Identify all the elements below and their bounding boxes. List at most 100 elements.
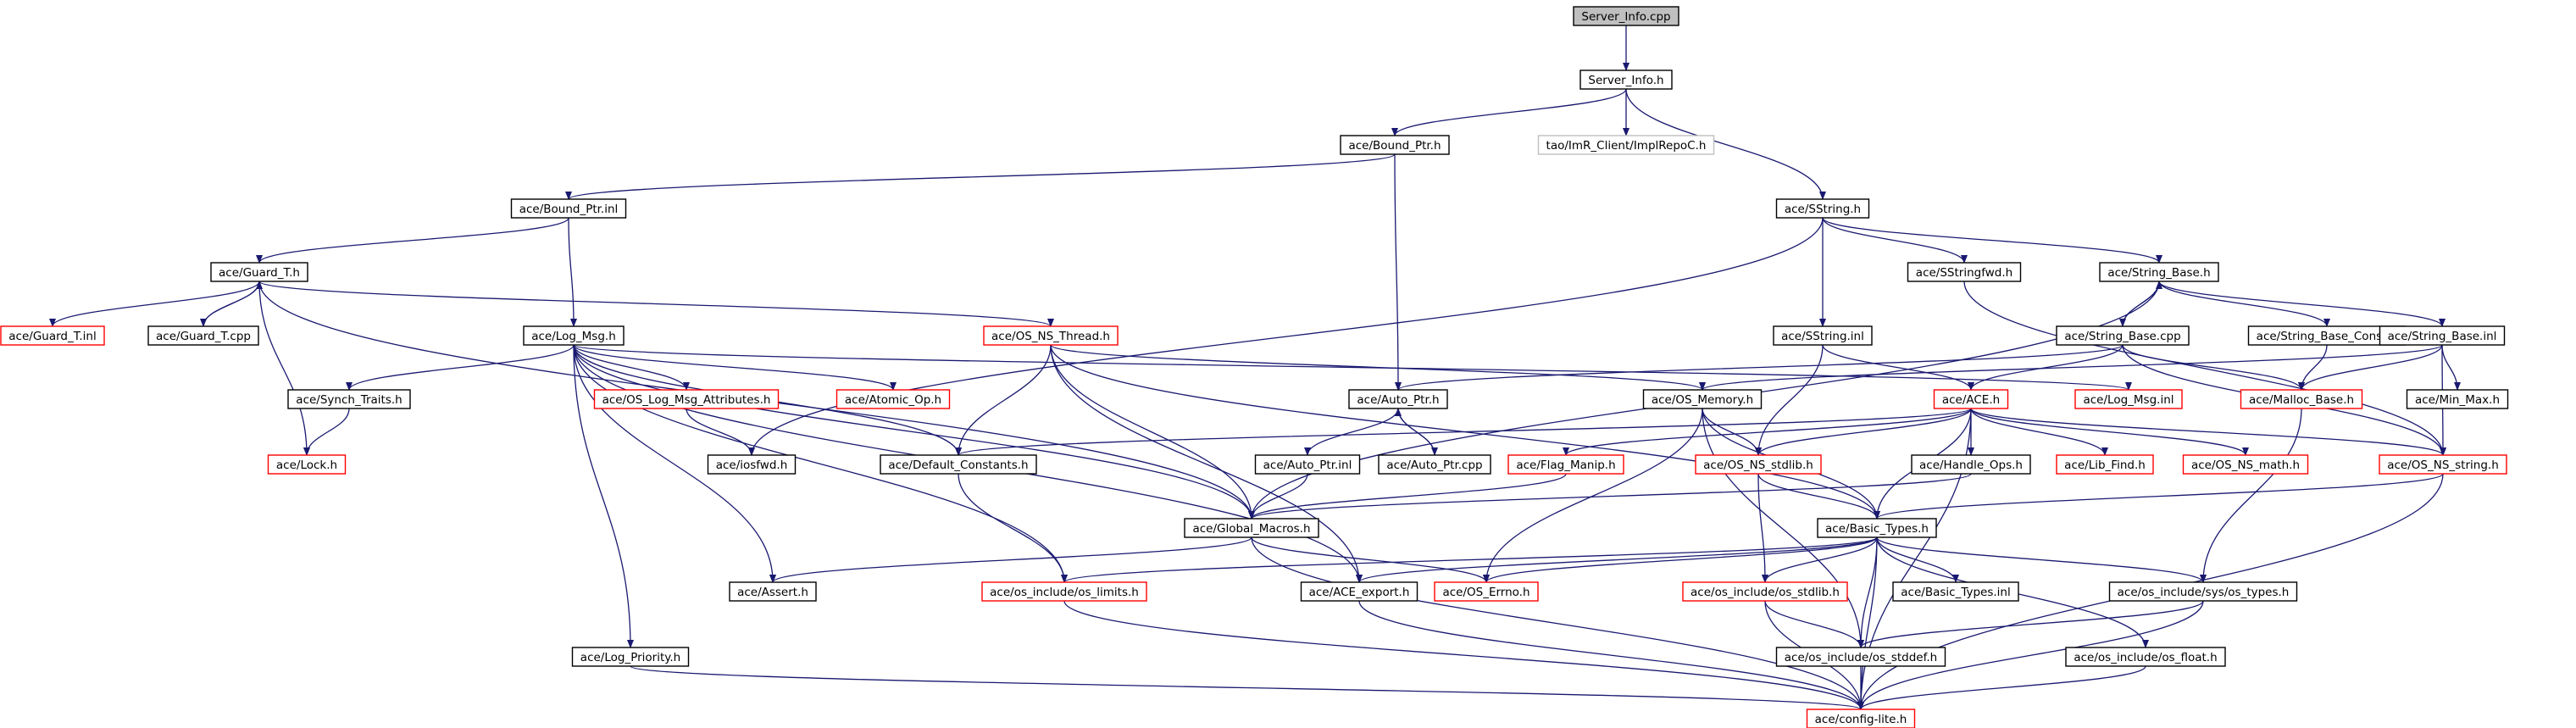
node-os-types-h[interactable]: ace/os_include/sys/os_types.h (2108, 581, 2298, 602)
node-log-priority-h[interactable]: ace/Log_Priority.h (571, 647, 690, 667)
edge-string-base-cpp-to-string-base-h (2122, 281, 2162, 327)
edge-line (1394, 153, 1402, 391)
node-guard-t-inl[interactable]: ace/Guard_T.inl (0, 325, 105, 346)
node-log-msg-h[interactable]: ace/Log_Msg.h (523, 325, 625, 346)
edge-line (573, 344, 634, 648)
edge-malloc-base-h-to-os-types-h (2200, 408, 2302, 583)
edge-line (1970, 408, 2446, 456)
node-label: ace/os_include/os_float.h (2074, 651, 2217, 664)
edge-line (346, 344, 575, 391)
node-ace-h[interactable]: ace/ACE.h (1933, 389, 2009, 409)
node-server-info-cpp[interactable]: Server_Info.cpp (1573, 6, 1679, 26)
node-box (1378, 454, 1491, 475)
edge-line (1968, 344, 2124, 391)
node-box (1911, 454, 2031, 475)
node-implrepoc-h[interactable]: tao/ImR_Client/ImplRepoC.h (1537, 135, 1715, 155)
edge-sstring-inl-to-ace-h (1822, 344, 1974, 391)
edge-log-msg-h-to-log-msg-inl (573, 344, 2132, 391)
node-os-stddef-h[interactable]: ace/os_include/os_stddef.h (1775, 647, 1946, 667)
node-sstring-inl[interactable]: ace/SString.inl (1773, 325, 1873, 346)
node-label: ace/OS_NS_math.h (2191, 458, 2300, 472)
node-box (1300, 581, 1418, 602)
node-box (2379, 325, 2506, 346)
node-label: ace/SString.inl (1781, 330, 1864, 343)
node-box (1773, 325, 1873, 346)
node-min-max-h[interactable]: ace/Min_Max.h (2406, 389, 2509, 409)
node-os-float-h[interactable]: ace/os_include/os_float.h (2065, 647, 2226, 667)
node-flag-manip-h[interactable]: ace/Flag_Manip.h (1507, 454, 1624, 475)
edge-string-base-inl-to-min-max-h (2441, 344, 2461, 391)
node-string-base-cpp[interactable]: ace/String_Base.cpp (2056, 325, 2190, 346)
node-basic-types-inl[interactable]: ace/Basic_Types.inl (1892, 581, 2019, 602)
node-iosfwd-h[interactable]: ace/iosfwd.h (707, 454, 797, 475)
node-label: ace/config-lite.h (1815, 713, 1907, 726)
node-box (2108, 581, 2298, 602)
edge-handle-ops-h-to-global-macros-h (1248, 473, 1972, 520)
node-sstringfwd-h[interactable]: ace/SStringfwd.h (1907, 262, 2022, 282)
node-handle-ops-h[interactable]: ace/Handle_Ops.h (1911, 454, 2031, 475)
node-guard-t-cpp[interactable]: ace/Guard_T.cpp (147, 325, 259, 346)
node-os-ns-thread-h[interactable]: ace/OS_NS_Thread.h (983, 325, 1119, 346)
edge-line (1822, 217, 1968, 264)
node-label: ace/Bound_Ptr.inl (519, 203, 619, 216)
node-label: ace/Basic_Types.inl (1901, 586, 2010, 599)
edge-line (1963, 281, 2446, 456)
node-config-lite-h[interactable]: ace/config-lite.h (1806, 709, 1916, 728)
node-lock-h[interactable]: ace/Lock.h (267, 454, 347, 475)
node-box (1775, 198, 1870, 219)
node-sstring-h[interactable]: ace/SString.h (1775, 198, 1870, 219)
edge-line (573, 344, 897, 391)
edge-line (1050, 344, 1706, 391)
node-label: ace/Bound_Ptr.h (1348, 139, 1441, 153)
node-box (1348, 389, 1448, 409)
node-assert-h[interactable]: ace/Assert.h (729, 581, 817, 602)
node-malloc-base-h[interactable]: ace/Malloc_Base.h (2240, 389, 2363, 409)
node-guard-t-h[interactable]: ace/Guard_T.h (210, 262, 308, 282)
edge-line (1822, 344, 1974, 391)
edge-line (748, 217, 1824, 456)
node-log-msg-inl[interactable]: ace/Log_Msg.inl (2074, 389, 2183, 409)
node-label: tao/ImR_Client/ImplRepoC.h (1546, 139, 1707, 153)
edge-line (573, 344, 1255, 520)
node-auto-ptr-cpp[interactable]: ace/Auto_Ptr.cpp (1378, 454, 1491, 475)
node-os-limits-h[interactable]: ace/os_include/os_limits.h (981, 581, 1147, 602)
node-server-info-h[interactable]: Server_Info.h (1579, 69, 1673, 90)
node-box (287, 389, 411, 409)
edge-os-stdlib-h-to-os-stddef-h (1764, 600, 1864, 648)
node-os-ns-math-h[interactable]: ace/OS_NS_math.h (2182, 454, 2309, 475)
edge-global-macros-h-to-assert-h (769, 536, 1252, 583)
node-auto-ptr-h[interactable]: ace/Auto_Ptr.h (1348, 389, 1448, 409)
node-string-base-const-h[interactable]: ace/String_Base_Const.h (2247, 325, 2407, 346)
node-os-ns-string-h[interactable]: ace/OS_NS_string.h (2379, 454, 2507, 475)
node-string-base-h[interactable]: ace/String_Base.h (2099, 262, 2219, 282)
node-bound-ptr-inl[interactable]: ace/Bound_Ptr.inl (510, 198, 627, 219)
edge-sstring-h-to-string-base-h (1822, 217, 2162, 264)
edge-line (1755, 408, 1972, 456)
edge-line (2441, 344, 2461, 391)
edge-string-base-const-h-to-malloc-base-h (2298, 344, 2328, 391)
edge-line (1699, 344, 2443, 391)
node-default-constants-h[interactable]: ace/Default_Constants.h (880, 454, 1037, 475)
node-os-ns-stdlib-h[interactable]: ace/OS_NS_stdlib.h (1695, 454, 1822, 475)
edge-line (565, 153, 1396, 200)
node-os-memory-h[interactable]: ace/OS_Memory.h (1642, 389, 1763, 409)
node-os-errno-h[interactable]: ace/OS_Errno.h (1434, 581, 1539, 602)
node-atomic-op-h[interactable]: ace/Atomic_Op.h (836, 389, 951, 409)
node-ace-export-h[interactable]: ace/ACE_export.h (1300, 581, 1418, 602)
node-synch-traits-h[interactable]: ace/Synch_Traits.h (287, 389, 411, 409)
node-string-base-inl[interactable]: ace/String_Base.inl (2379, 325, 2506, 346)
node-bound-ptr-h[interactable]: ace/Bound_Ptr.h (1340, 135, 1450, 155)
edge-line (1970, 408, 2249, 456)
node-basic-types-h[interactable]: ace/Basic_Types.h (1817, 518, 1937, 538)
node-lib-find-h[interactable]: ace/Lib_Find.h (2056, 454, 2154, 475)
node-box (147, 325, 259, 346)
edge-line (1248, 473, 1567, 520)
node-auto-ptr-inl[interactable]: ace/Auto_Ptr.inl (1254, 454, 1361, 475)
node-os-stdlib-h[interactable]: ace/os_include/os_stdlib.h (1682, 581, 1848, 602)
node-os-log-msg-attr-h[interactable]: ace/OS_Log_Msg_Attributes.h (593, 389, 780, 409)
node-global-macros-h[interactable]: ace/Global_Macros.h (1184, 518, 1319, 538)
edge-line (1874, 473, 2444, 520)
node-label: ace/Assert.h (737, 586, 808, 599)
node-label: ace/Atomic_Op.h (845, 393, 941, 407)
